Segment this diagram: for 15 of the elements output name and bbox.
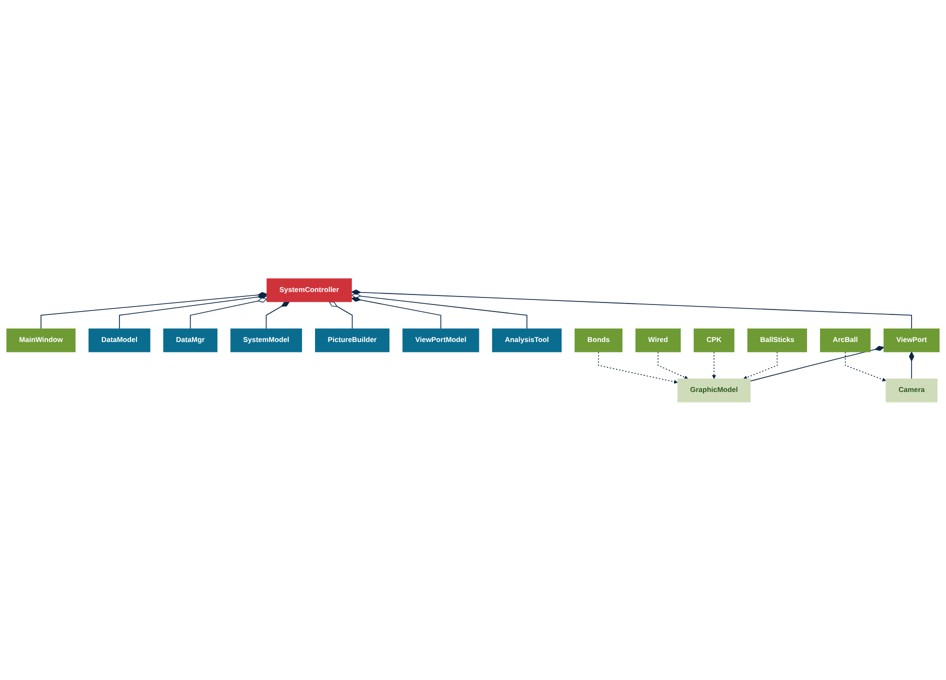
arrow [658, 351, 688, 379]
arrow [743, 351, 778, 379]
arrow [598, 351, 678, 384]
connector [351, 296, 442, 329]
connector [190, 297, 268, 329]
connector [119, 294, 268, 329]
connector [266, 301, 290, 329]
arrow [712, 351, 716, 379]
connector [750, 346, 884, 382]
connector [909, 351, 914, 379]
arrow [844, 351, 886, 381]
connector [351, 289, 912, 329]
connector [40, 292, 268, 329]
connector [328, 301, 353, 329]
connector [351, 292, 528, 329]
